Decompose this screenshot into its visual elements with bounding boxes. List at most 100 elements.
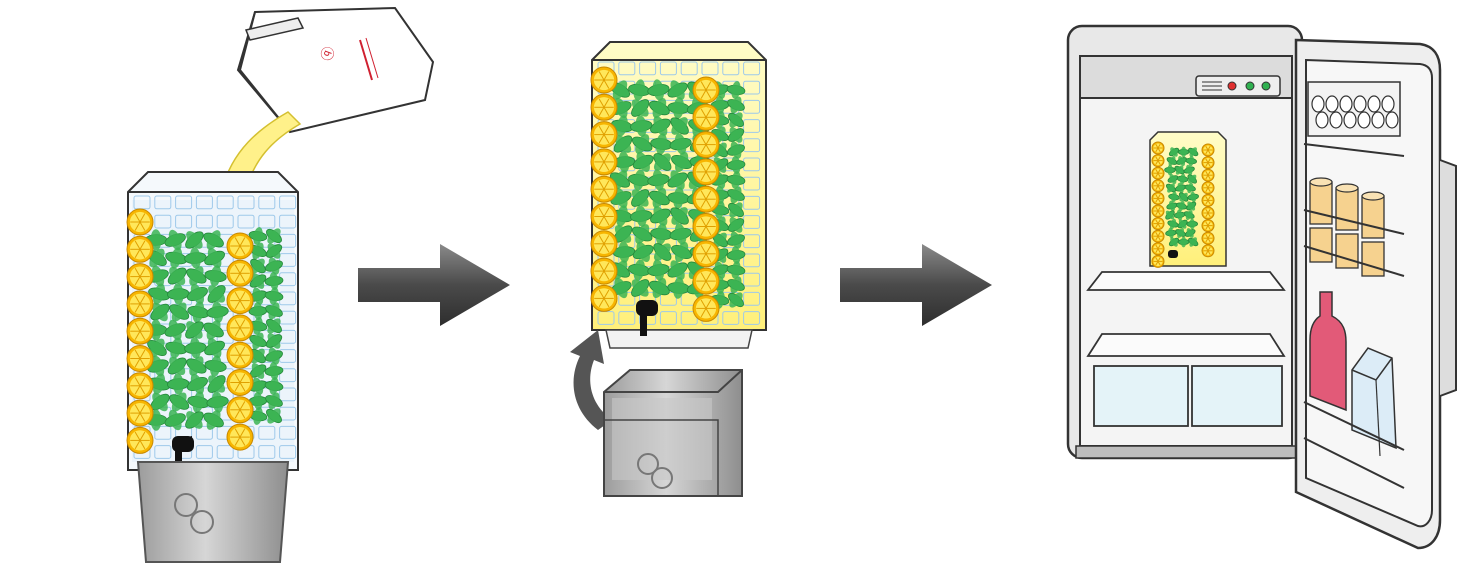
mint-leaf: [727, 276, 745, 294]
mint-leaf: [1187, 174, 1197, 184]
mix-package-icon: ⓠ: [236, 6, 435, 134]
mint-leaf: [1165, 183, 1177, 193]
lemon-slice: [1151, 154, 1165, 168]
mint-leaf: [727, 96, 745, 114]
mint-leaf: [1173, 209, 1186, 221]
can: [1335, 233, 1359, 269]
egg: [1353, 95, 1367, 113]
mint-leaf: [187, 301, 210, 323]
ice-cube: [743, 272, 761, 287]
lemon-slice: [226, 314, 254, 342]
lemon-slice: [126, 208, 154, 236]
mint-leaf: [204, 248, 225, 268]
lemon-slice: [1151, 191, 1165, 205]
ice-cube: [195, 214, 213, 229]
mint-leaf: [266, 408, 282, 424]
ice-cube: [639, 61, 657, 76]
mint-leaf: [669, 133, 692, 155]
ice-cube: [659, 61, 677, 76]
mint-leaf: [671, 241, 693, 263]
mint-leaf: [667, 170, 688, 190]
lemon-slice: [692, 267, 720, 295]
mint-leaf: [167, 356, 187, 376]
egg: [1385, 111, 1399, 129]
ice-cube: [279, 425, 297, 440]
mint-leaf: [632, 241, 654, 263]
lemon-slice: [590, 203, 618, 230]
lemon-slice: [1201, 156, 1215, 170]
mint-leaf: [265, 302, 283, 320]
ice-cube: [154, 445, 172, 459]
ice-cube: [154, 425, 172, 440]
mint-leaf: [248, 392, 268, 410]
mint-leaf: [167, 266, 187, 286]
mint-leaves: [1164, 146, 1199, 248]
mint-leaf: [184, 247, 207, 269]
mint-leaf: [164, 409, 186, 431]
ice-cube: [154, 195, 172, 210]
lemon-slice: [590, 284, 618, 312]
mint-leaf: [631, 224, 653, 244]
ice-cube: [743, 61, 761, 76]
mint-leaf: [649, 188, 670, 208]
lemon-slice: [1151, 217, 1165, 231]
mint-leaf: [667, 277, 690, 299]
mint-leaf: [653, 243, 672, 261]
mint-leaf: [147, 355, 169, 377]
mint-leaf: [148, 283, 170, 305]
lemon-slice: [692, 131, 720, 159]
mint-leaf: [726, 156, 746, 174]
lemon-slice: [1151, 254, 1165, 268]
mint-leaf: [265, 257, 283, 275]
ice-cube: [237, 195, 255, 210]
mint-leaf: [204, 265, 227, 287]
egg: [1315, 111, 1329, 129]
mint-leaf: [266, 318, 282, 334]
mint-leaf: [184, 337, 207, 359]
ice-cube: [743, 119, 761, 133]
mint-leaf: [1174, 165, 1185, 175]
milk-carton-icon: [1351, 347, 1397, 457]
mint-leaf: [203, 320, 224, 340]
mint-leaf: [1166, 200, 1178, 212]
lemon-slice: [226, 423, 254, 451]
ice-cube: [279, 387, 297, 402]
lemon-slice: [126, 372, 154, 400]
lemon-slice: [1151, 166, 1165, 180]
lemon-slice: [590, 121, 618, 149]
mint-leaf: [1186, 201, 1197, 211]
mint-leaf: [150, 302, 170, 322]
bottle-icon: [1309, 291, 1347, 412]
ice-cube: [722, 61, 740, 76]
can: [1361, 241, 1385, 277]
mint-leaf: [727, 186, 745, 204]
lemon-slices: [590, 66, 720, 322]
mint-leaf: [248, 317, 268, 335]
mint-leaf: [1175, 200, 1188, 212]
ice-cube: [175, 195, 193, 210]
egg: [1371, 111, 1385, 129]
ice-cube: [258, 195, 276, 210]
mint-leaf: [710, 96, 730, 114]
ice-cube: [680, 61, 698, 76]
mint-leaf: [165, 337, 188, 359]
ice-cube: [279, 445, 297, 459]
lemon-slice: [226, 232, 254, 260]
lemon-slice: [1151, 242, 1165, 256]
ice-cube: [258, 445, 276, 459]
lemon-slice: [590, 66, 618, 94]
mint-leaf: [671, 151, 693, 173]
can: [1309, 181, 1333, 225]
mint-leaf: [647, 259, 670, 281]
eggs-icon: [1311, 95, 1399, 129]
ice-cube: [722, 311, 740, 325]
mint-leaf: [204, 338, 225, 358]
mint-leaf: [266, 228, 282, 244]
mint-leaf: [1165, 210, 1175, 220]
ice-cube: [743, 80, 761, 95]
mint-leaf: [610, 277, 632, 299]
mint-leaf: [1187, 191, 1199, 203]
steel-base-icon: [136, 461, 290, 563]
ice-cube: [659, 311, 677, 325]
mint-leaf: [265, 347, 283, 365]
